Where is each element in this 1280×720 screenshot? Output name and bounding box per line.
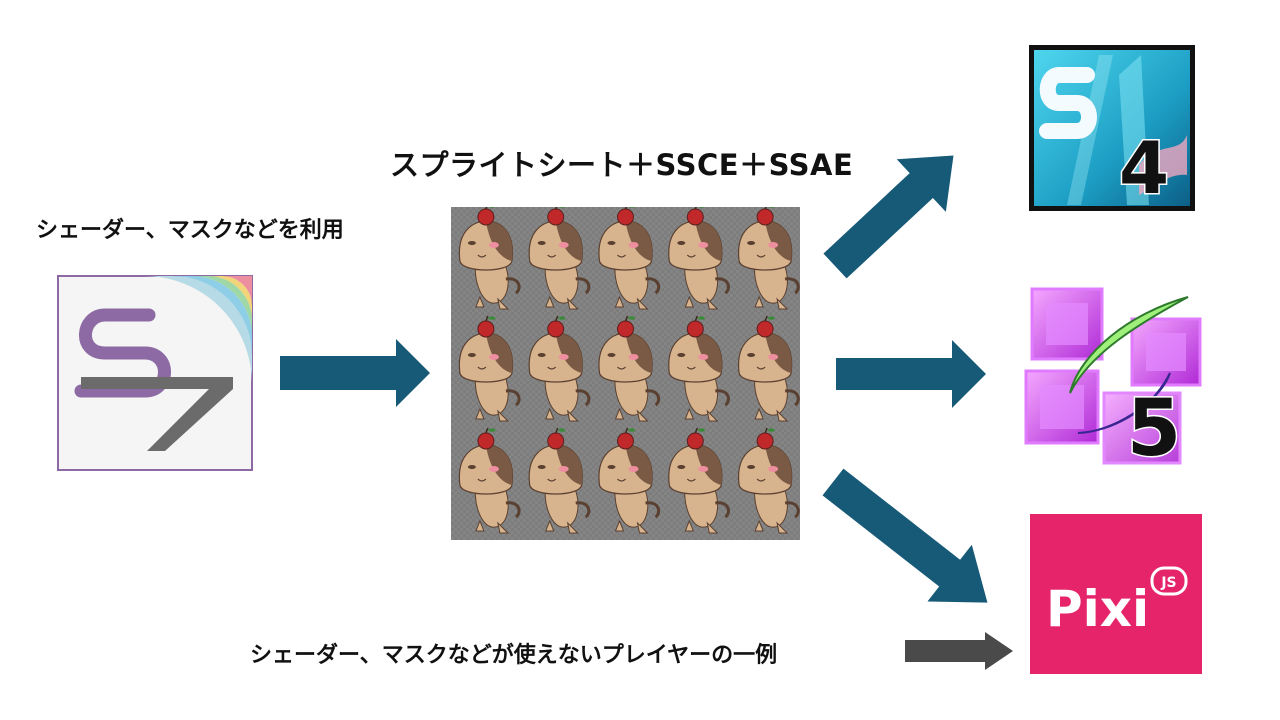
player-example-label: シェーダー、マスクなどが使えないプレイヤーの一例 <box>250 643 778 668</box>
spritesheet-label: スプライトシート＋SSCE＋SSAE <box>390 148 854 182</box>
ss7-logo <box>57 275 253 471</box>
arrow-sheet-to-s4 <box>823 155 954 279</box>
ss5-logo: 5 <box>1024 287 1202 469</box>
ss5-number: 5 <box>1127 384 1181 469</box>
ss4-logo: 4 <box>1029 45 1195 211</box>
ss4-number: 4 <box>1119 126 1169 210</box>
arrow-s7-to-sheet <box>280 339 430 407</box>
arrow-sheet-to-pixi <box>822 468 988 603</box>
pixi-js-badge: JS <box>1160 575 1176 591</box>
arrow-label-to-pixi <box>905 632 1013 670</box>
arrow-sheet-to-s5 <box>836 340 986 408</box>
pixi-wordmark: Pixi <box>1046 580 1149 638</box>
shader-mask-label: シェーダー、マスクなどを利用 <box>36 218 344 243</box>
pixijs-logo: Pixi JS <box>1030 514 1202 674</box>
spritesheet-image <box>451 207 800 540</box>
